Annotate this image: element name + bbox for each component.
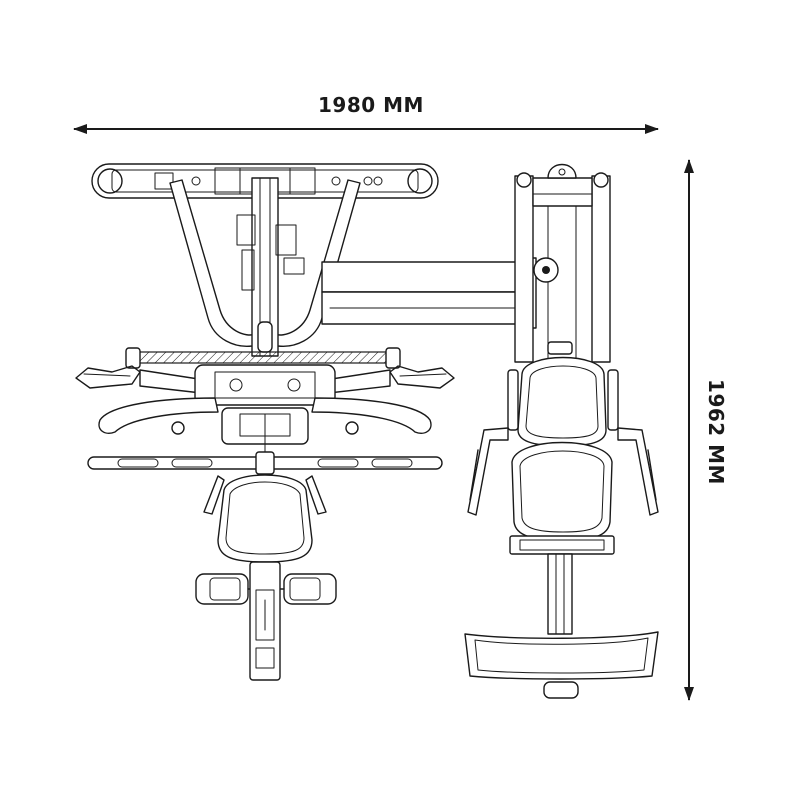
tower-arm [321,257,537,329]
side-handles [467,427,659,516]
seat-pad-side [511,441,613,541]
curved-arms [98,397,432,435]
top-view-drawing [75,163,537,681]
long-bar [87,451,443,475]
width-dimension-label: 1980 MM [318,93,424,117]
uprights [514,163,611,363]
side-view-drawing [464,163,659,699]
hatched-bar [125,347,401,369]
center-column [236,177,305,357]
pulley-wheel [533,257,559,283]
seat-base [509,535,615,555]
back-pad-top [217,474,313,563]
seat-rail [547,553,573,635]
leg-pads [195,573,337,605]
foot-platform [464,631,659,699]
height-dimension-label: 1962 MM [704,379,728,485]
back-pad-side [507,341,619,447]
central-body [221,407,309,461]
front-rail [249,561,281,681]
side-grips [203,475,327,515]
press-arms [75,364,455,406]
